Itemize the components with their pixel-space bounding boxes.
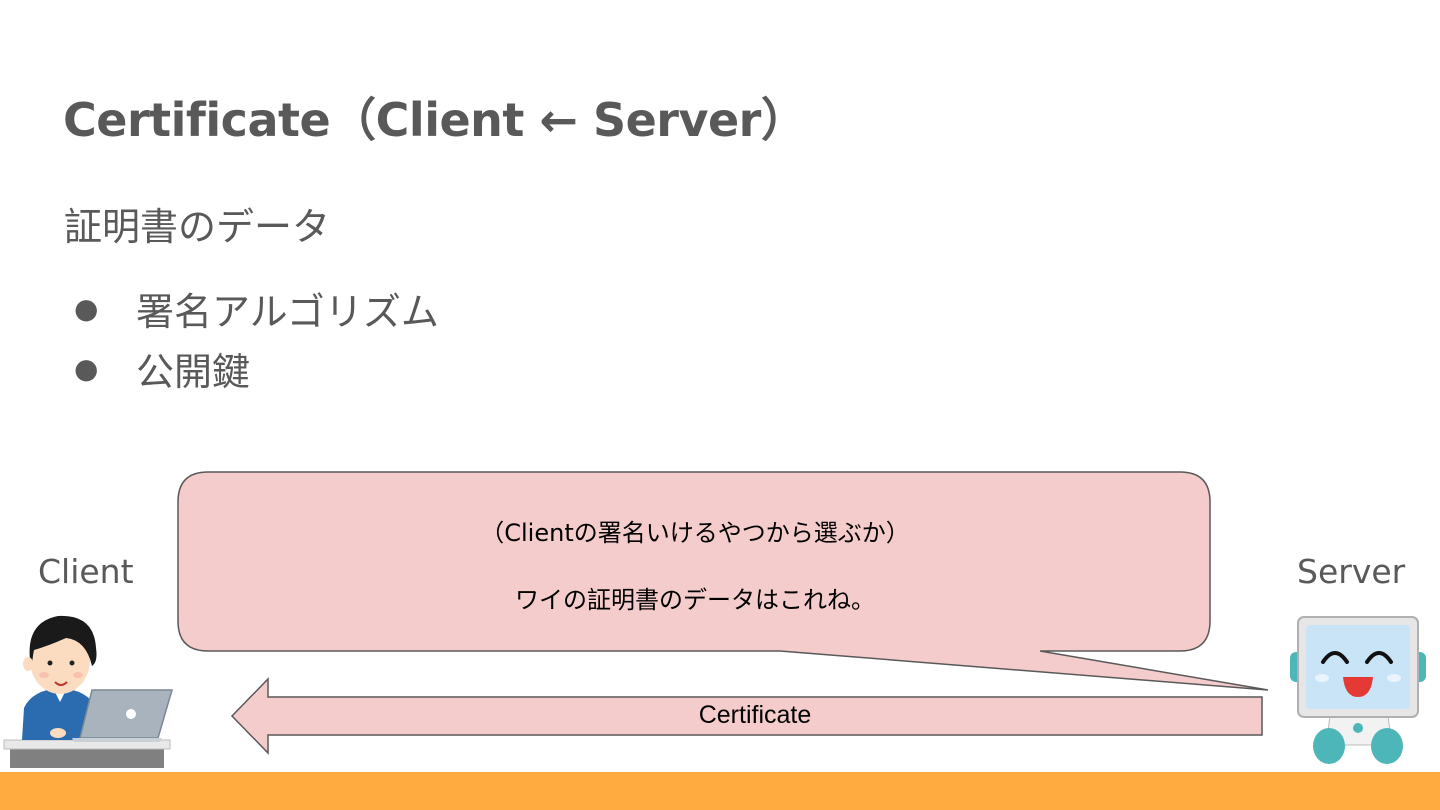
- bubble-text-line1: （Clientの署名いけるやつから選ぶか）: [180, 513, 1210, 548]
- smiling-robot-server-icon: [1290, 617, 1426, 764]
- person-at-laptop-icon: [4, 616, 172, 768]
- bubble-text-line2: ワイの証明書のデータはこれね。: [180, 580, 1210, 615]
- footer-bar: [0, 772, 1440, 810]
- arrow-label: Certificate: [660, 701, 850, 730]
